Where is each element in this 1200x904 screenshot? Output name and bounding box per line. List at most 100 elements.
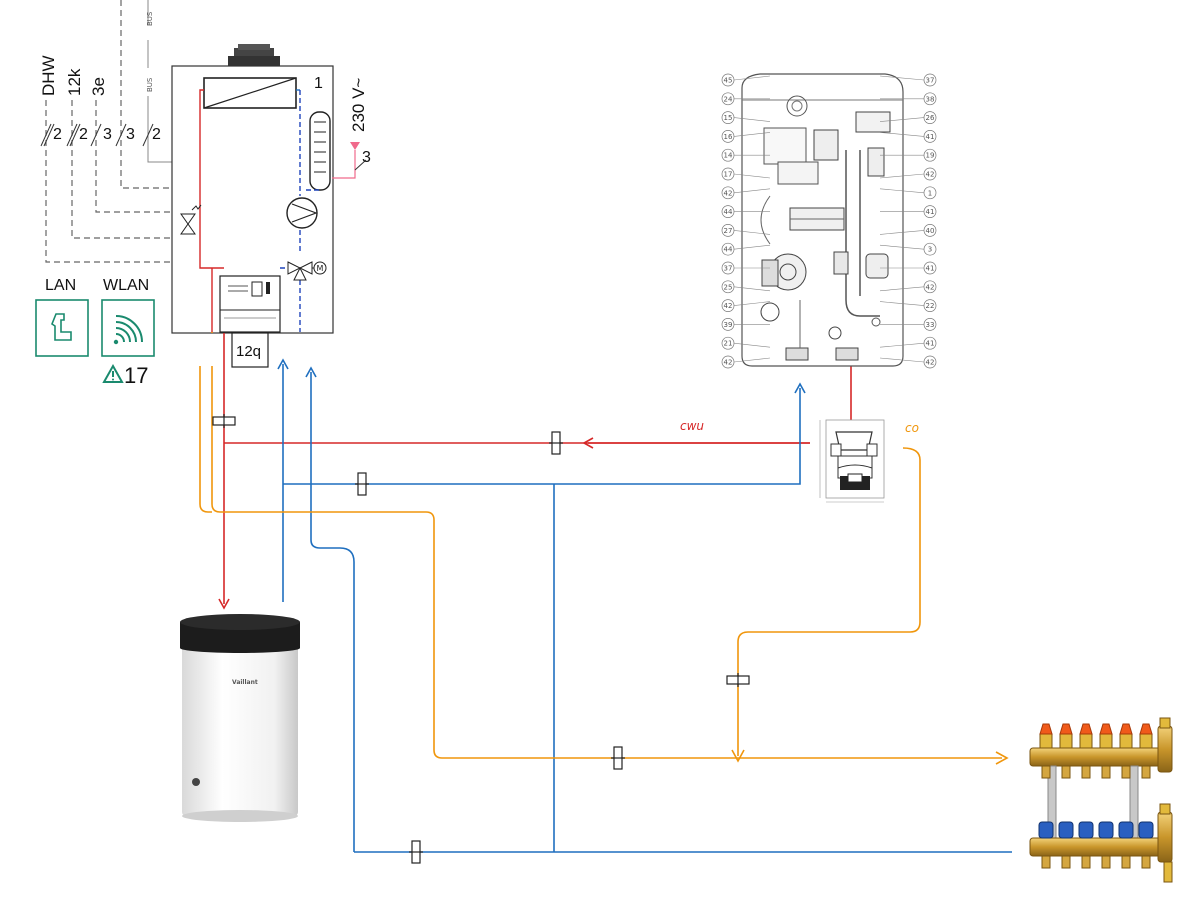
right-callout-line xyxy=(879,117,925,122)
blue-valve-cap xyxy=(1118,821,1134,839)
left-callout-number: 25 xyxy=(724,283,733,291)
manifold-outlet xyxy=(1141,765,1151,779)
left-callout-number: 14 xyxy=(724,152,733,160)
right-callout-number: 19 xyxy=(926,152,935,160)
safety-valve-icon xyxy=(180,204,202,235)
red-valve-cap xyxy=(1099,723,1113,735)
left-callout-line xyxy=(733,173,771,179)
left-callout-number: 39 xyxy=(724,321,733,329)
warning-number: 17 xyxy=(124,363,148,388)
manifold-outlet xyxy=(1061,765,1071,779)
bus-label-side: BUS xyxy=(146,77,154,92)
manifold-outlet xyxy=(1081,765,1091,779)
power-label-3: 3 xyxy=(362,149,371,166)
wiring-count-12k: 2 xyxy=(79,126,88,143)
left-callout-number: 44 xyxy=(724,208,733,216)
manifold-outlet xyxy=(1041,765,1051,779)
right-callout-line xyxy=(879,173,925,179)
hot-water-pipes xyxy=(218,333,852,610)
manifold-outlet xyxy=(1121,855,1131,869)
blue-valve-cap xyxy=(1038,821,1054,839)
fitting-heating-horizontal xyxy=(611,746,625,770)
right-callout-line xyxy=(879,357,925,363)
right-callout-number: 33 xyxy=(926,321,935,329)
red-valve-cap xyxy=(1079,723,1093,735)
right-callout-number: 42 xyxy=(926,283,935,291)
wiring-count-4: 3 xyxy=(126,126,135,143)
hot-water-cylinder xyxy=(180,614,300,822)
right-callout-line xyxy=(879,244,925,250)
wiring-header-3e: 3e xyxy=(89,77,108,96)
right-callout-number: 41 xyxy=(926,208,935,216)
flow-meter-valve xyxy=(1119,733,1133,749)
left-callout-number: 17 xyxy=(724,171,733,179)
left-callout-line xyxy=(733,342,771,348)
right-callout-number: 42 xyxy=(926,171,935,179)
diverter-valve-icon: M xyxy=(287,261,327,281)
manifold-outlet xyxy=(1101,855,1111,869)
boiler-voltage-label: 230 V~ xyxy=(349,78,368,132)
left-callout-line xyxy=(733,132,771,137)
flow-meter-valve xyxy=(1059,733,1073,749)
boiler-label-12q: 12q xyxy=(236,343,261,360)
right-callout-number: 1 xyxy=(928,189,932,197)
manifold-outlet xyxy=(1121,765,1131,779)
left-callout-number: 44 xyxy=(724,246,733,254)
right-callout-line xyxy=(879,230,925,235)
right-callout-line xyxy=(879,75,925,81)
bus-label-top: BUS xyxy=(146,11,154,26)
fitting-cold-horizontal xyxy=(355,472,369,496)
left-callout-line xyxy=(733,357,771,363)
right-callout-number: 38 xyxy=(926,95,935,103)
left-callout-line xyxy=(733,75,771,81)
red-valve-cap xyxy=(1059,723,1073,735)
thermostatic-mixing-valve xyxy=(819,419,885,503)
flow-meter-valve xyxy=(1139,733,1153,749)
manifold-outlet xyxy=(1061,855,1071,869)
red-valve-cap xyxy=(1119,723,1133,735)
left-callout-line xyxy=(733,188,771,194)
blue-valve-cap xyxy=(1058,821,1074,839)
left-callout-line xyxy=(733,286,771,292)
power-connection xyxy=(332,142,367,179)
boiler-unit: M xyxy=(171,44,334,368)
warning-triangle-icon xyxy=(102,363,124,383)
wlan-label: WLAN xyxy=(103,277,149,294)
left-callout-number: 42 xyxy=(724,302,733,310)
blue-valve-cap xyxy=(1098,821,1114,839)
right-callout-line xyxy=(879,132,925,137)
right-callout-number: 41 xyxy=(926,133,935,141)
right-callout-line xyxy=(879,301,925,306)
blue-valve-cap xyxy=(1078,821,1094,839)
left-callout-number: 21 xyxy=(724,340,733,348)
wiring-count-dhw: 2 xyxy=(53,126,62,143)
manifold-outlet xyxy=(1141,855,1151,869)
right-callout-number: 3 xyxy=(928,246,932,254)
fitting-hot-vertical xyxy=(212,414,236,428)
manifold-outlet xyxy=(1081,855,1091,869)
heat-pump-exploded-view xyxy=(741,73,904,367)
svg-text:M: M xyxy=(317,264,324,273)
co-label: co xyxy=(905,421,919,435)
wifi-icon xyxy=(101,299,155,357)
fitting-hot-horizontal xyxy=(549,431,563,455)
wiring-header-12k: 12k xyxy=(65,68,84,96)
left-callout-number: 16 xyxy=(724,133,733,141)
left-callout-number: 42 xyxy=(724,189,733,197)
fitting-heating-vertical xyxy=(726,673,750,687)
manifold-outlet xyxy=(1101,765,1111,779)
cwu-label: cwu xyxy=(680,419,704,433)
heating-pipes xyxy=(199,332,1002,758)
right-callout-line xyxy=(879,342,925,348)
pipe-fittings xyxy=(212,414,750,864)
right-callout-number: 22 xyxy=(926,302,935,310)
left-callout-number: 24 xyxy=(724,95,733,103)
right-callout-number: 26 xyxy=(926,114,935,122)
wiring-count-bus: 2 xyxy=(152,126,161,143)
flow-meter-valve xyxy=(1079,733,1093,749)
right-callout-number: 42 xyxy=(926,359,935,367)
manifold-outlet xyxy=(1041,855,1051,869)
